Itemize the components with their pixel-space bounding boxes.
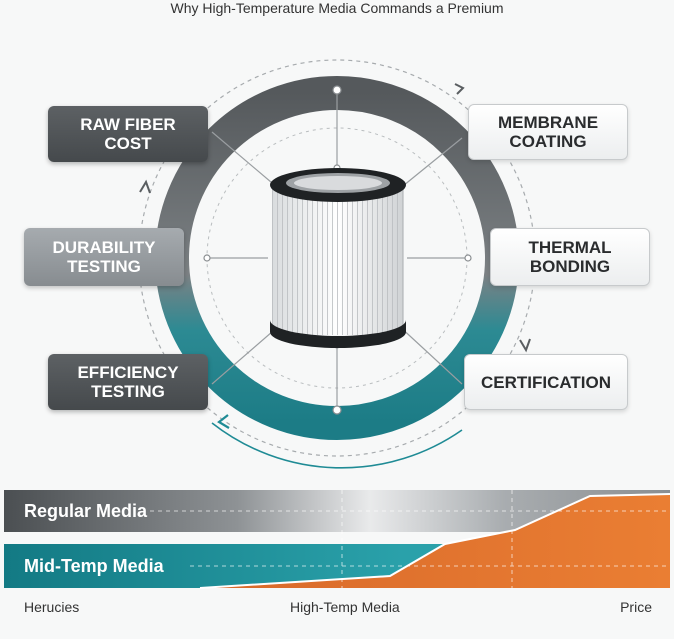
arrow-bottom-left-icon: [217, 414, 230, 429]
arrow-left-icon: [139, 179, 151, 194]
raw-fiber-cost-box: RAW FIBER COST: [48, 106, 208, 162]
price-trend-line: [199, 493, 671, 589]
arrow-top-right-icon: [454, 83, 465, 95]
durability-testing-box: DURABILITY TESTING: [24, 228, 184, 286]
mid-temp-media-label: Mid-Temp Media: [24, 556, 164, 576]
certification-box: CERTIFICATION: [464, 354, 628, 410]
regular-media-label: Regular Media: [24, 501, 148, 521]
efficiency-testing-box: EFFICIENCY TESTING: [48, 354, 208, 410]
page-title: Why High-Temperature Media Commands a Pr…: [170, 0, 504, 16]
filter-cartridge-icon: [270, 168, 406, 348]
axis-middle-label: High-Temp Media: [290, 599, 400, 615]
thermal-bonding-box: THERMAL BONDING: [490, 228, 650, 286]
membrane-coating-box: MEMBRANE COATING: [468, 104, 628, 160]
arrow-right-icon: [519, 338, 531, 353]
axis-right-label: Price: [620, 599, 652, 615]
axis-left-label: Herucies: [24, 599, 80, 615]
price-area: [200, 494, 670, 588]
